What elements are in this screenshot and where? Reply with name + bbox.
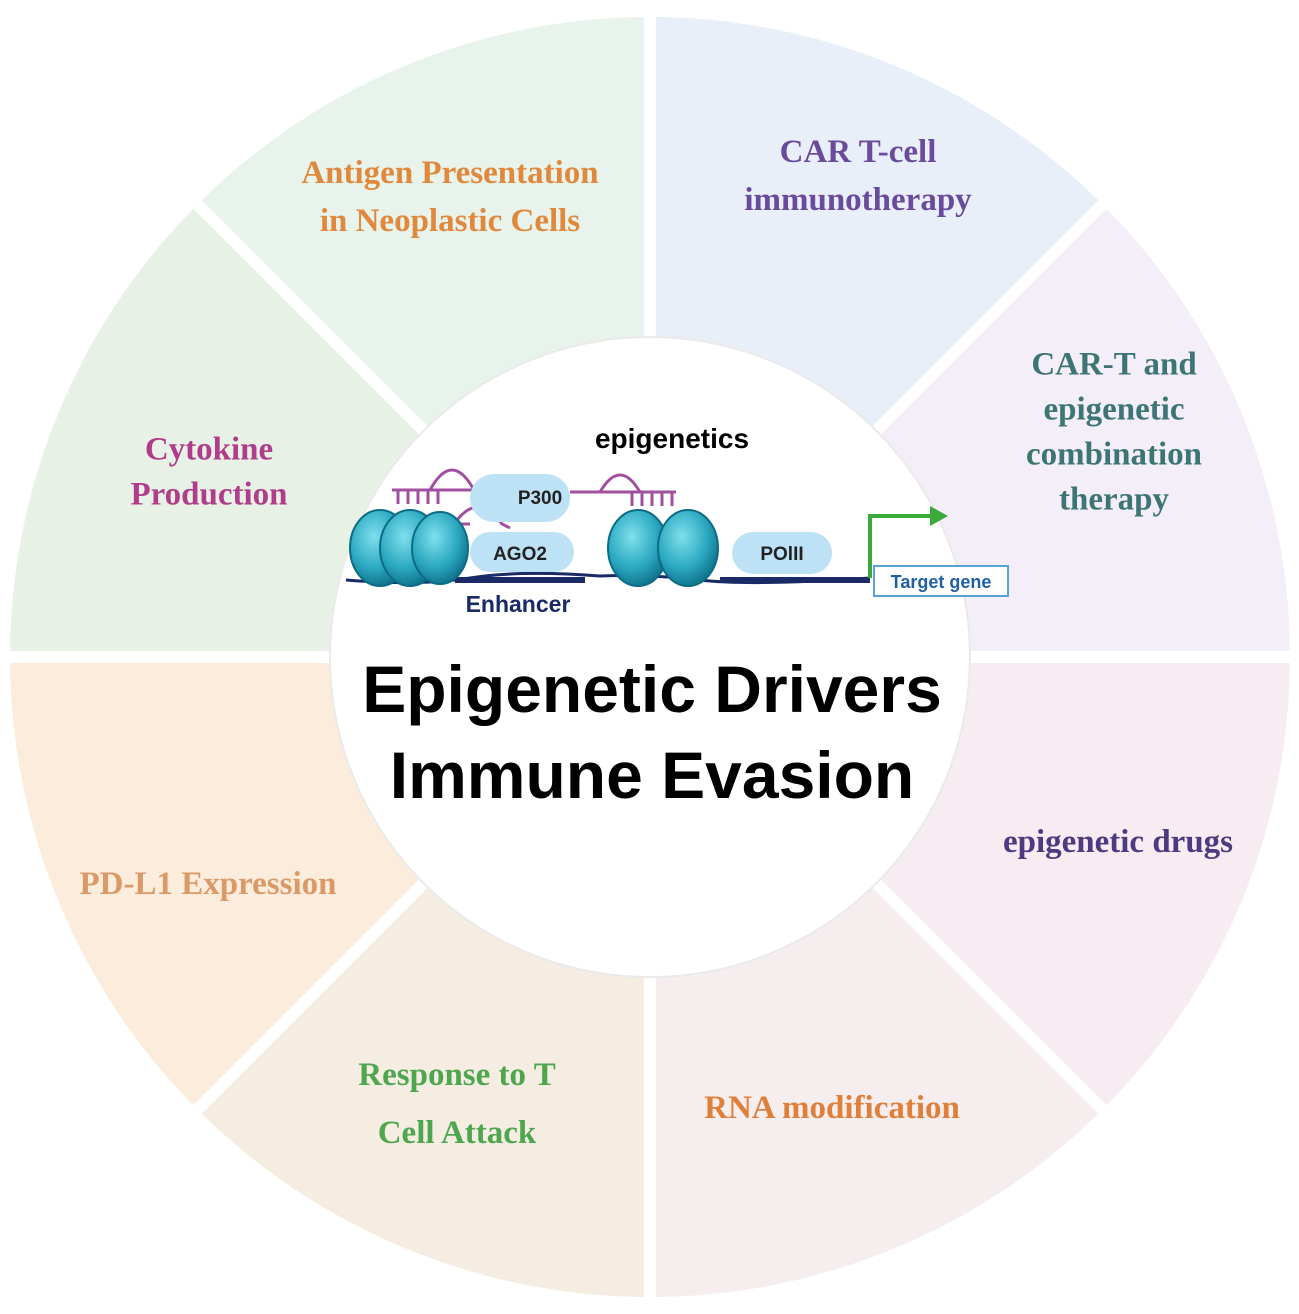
- segment-antigen: [201, 17, 645, 427]
- target-gene-label: Target gene: [891, 572, 992, 592]
- segment-car-t-epigenetic: [880, 208, 1290, 652]
- segment-label-cytokine-line-1: Cytokine: [145, 432, 273, 468]
- segment-pd-l1: [10, 662, 420, 1106]
- enhancer-label: Enhancer: [466, 591, 571, 617]
- nucleosome-left-icon: [349, 509, 469, 587]
- center-title-line-2: Immune Evasion: [390, 738, 915, 812]
- ago2-protein: [470, 532, 574, 572]
- segment-label-pd-l1-line-1: PD-L1 Expression: [79, 866, 336, 902]
- segment-car-t-cell: [655, 17, 1099, 427]
- segment-label-car-t-epigenetic-line-2: epigenetic: [1043, 392, 1184, 428]
- nucleosome-right-icon: [607, 509, 719, 587]
- segment-epigenetic-drugs: [880, 662, 1290, 1106]
- mechanism-illustration: epigenetics P300 AGO2 POlII: [345, 423, 1009, 617]
- segment-label-car-t-epigenetic-line-3: combination: [1026, 437, 1202, 473]
- ago2-label: AGO2: [493, 544, 547, 565]
- segment-label-response-t-cell-line-2: Cell Attack: [378, 1115, 537, 1151]
- mechanism-heading: epigenetics: [595, 423, 749, 454]
- segment-label-antigen-line-1: Antigen Presentation: [301, 155, 598, 191]
- segment-label-antigen-line-2: in Neoplastic Cells: [320, 203, 580, 239]
- p300-protein: [470, 474, 570, 522]
- segment-label-cytokine-line-2: Production: [130, 477, 287, 513]
- segment-label-rna-modification-line-1: RNA modification: [704, 1090, 960, 1126]
- transcription-arrow-icon: [868, 506, 948, 578]
- segment-response-t-cell: [201, 887, 645, 1297]
- target-gene-box: [873, 565, 1009, 597]
- segment-rna-modification: [655, 887, 1099, 1297]
- segment-label-epigenetic-drugs-line-1: epigenetic drugs: [1003, 824, 1233, 860]
- segment-label-car-t-cell-line-2: immunotherapy: [744, 182, 972, 218]
- p300-label: P300: [518, 488, 562, 509]
- polii-label: POlII: [760, 544, 803, 565]
- segment-label-car-t-cell-line-1: CAR T-cell: [780, 134, 937, 170]
- segment-cytokine: [10, 208, 420, 652]
- center-title-line-1: Epigenetic Drivers: [362, 652, 942, 726]
- segment-label-car-t-epigenetic-line-1: CAR-T and: [1031, 347, 1196, 383]
- segment-label-response-t-cell-line-1: Response to T: [358, 1057, 555, 1093]
- polii-protein: [732, 532, 832, 574]
- segment-label-car-t-epigenetic-line-4: therapy: [1059, 482, 1169, 518]
